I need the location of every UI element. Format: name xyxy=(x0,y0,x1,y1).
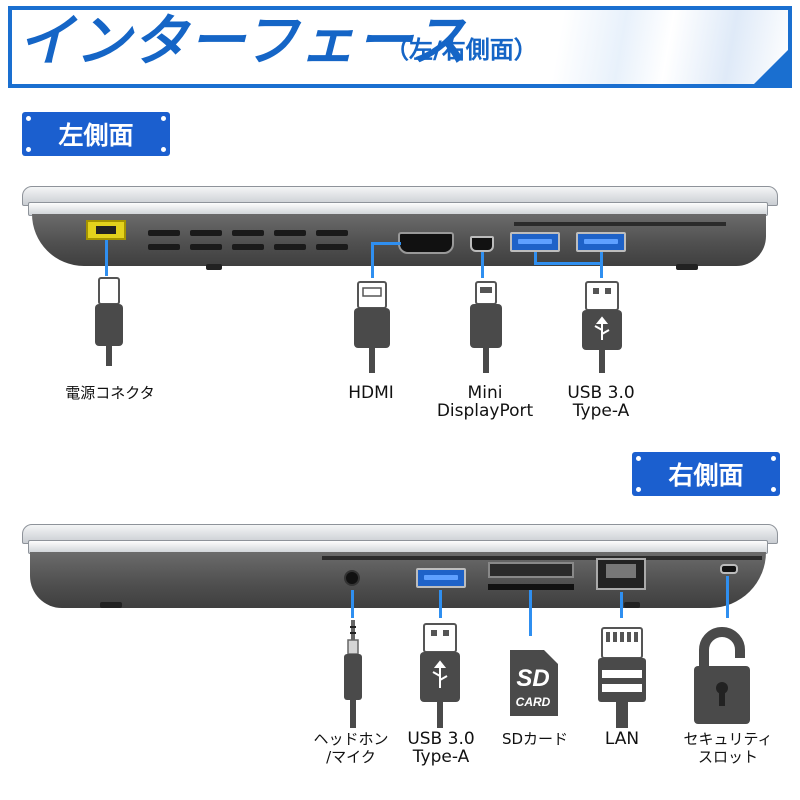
page-subtitle: （左/右側面） xyxy=(385,36,538,64)
hdmi-cable-icon xyxy=(354,281,390,373)
label-mini-displayport-line2: DisplayPort xyxy=(436,401,534,421)
label-sd-card: SDカード xyxy=(501,730,569,748)
usb-port-right xyxy=(416,568,466,588)
label-headphone-line2: /マイク xyxy=(326,748,376,766)
label-lan: LAN xyxy=(604,729,640,749)
label-mini-displayport-line1: Mini xyxy=(467,383,503,403)
hdmi-port xyxy=(398,232,454,254)
right-side-badge-label: 右側面 xyxy=(668,461,744,490)
label-usb-right-line1: USB 3.0 xyxy=(407,729,475,749)
label-headphone-line1: ヘッドホン xyxy=(313,730,389,748)
label-power-connector: 電源コネクタ xyxy=(65,384,155,402)
label-usb-left-line1: USB 3.0 xyxy=(567,383,635,403)
label-usb-left-line2: Type-A xyxy=(572,401,630,421)
security-lock-icon xyxy=(694,627,750,724)
label-security-line2: スロット xyxy=(697,748,758,766)
label-usb-right-line2: Type-A xyxy=(412,747,470,767)
label-hdmi: HDMI xyxy=(348,383,394,403)
lan-cable-icon xyxy=(598,627,646,728)
usb-port-2 xyxy=(576,232,626,252)
usb-port-1 xyxy=(510,232,560,252)
usb-cable-icon xyxy=(582,281,622,373)
sd-card-subtext: CARD xyxy=(516,695,551,709)
sd-card-text: SD xyxy=(516,665,549,692)
left-side-badge: 左側面 xyxy=(22,112,170,156)
laptop-left-side-view xyxy=(0,180,800,280)
audio-jack-port xyxy=(344,570,360,586)
mini-displayport-port xyxy=(470,236,494,252)
right-side-badge: 右側面 xyxy=(632,452,780,496)
mini-displayport-cable-icon xyxy=(470,281,502,373)
lan-port xyxy=(596,558,646,590)
sd-card-slot xyxy=(488,562,574,578)
sd-card-icon: SD CARD xyxy=(510,650,558,716)
left-side-badge-label: 左側面 xyxy=(58,121,134,150)
security-slot xyxy=(720,564,738,574)
label-security-line1: セキュリティ xyxy=(683,730,773,748)
page-title: インターフェース xyxy=(18,9,468,74)
power-connector-icon xyxy=(95,277,123,366)
power-port xyxy=(86,220,126,240)
usb-cable-icon xyxy=(420,623,460,728)
audio-jack-icon xyxy=(344,620,362,728)
laptop-right-side-view xyxy=(0,520,800,620)
header-banner xyxy=(8,6,792,88)
header-corner-decoration xyxy=(754,50,788,84)
